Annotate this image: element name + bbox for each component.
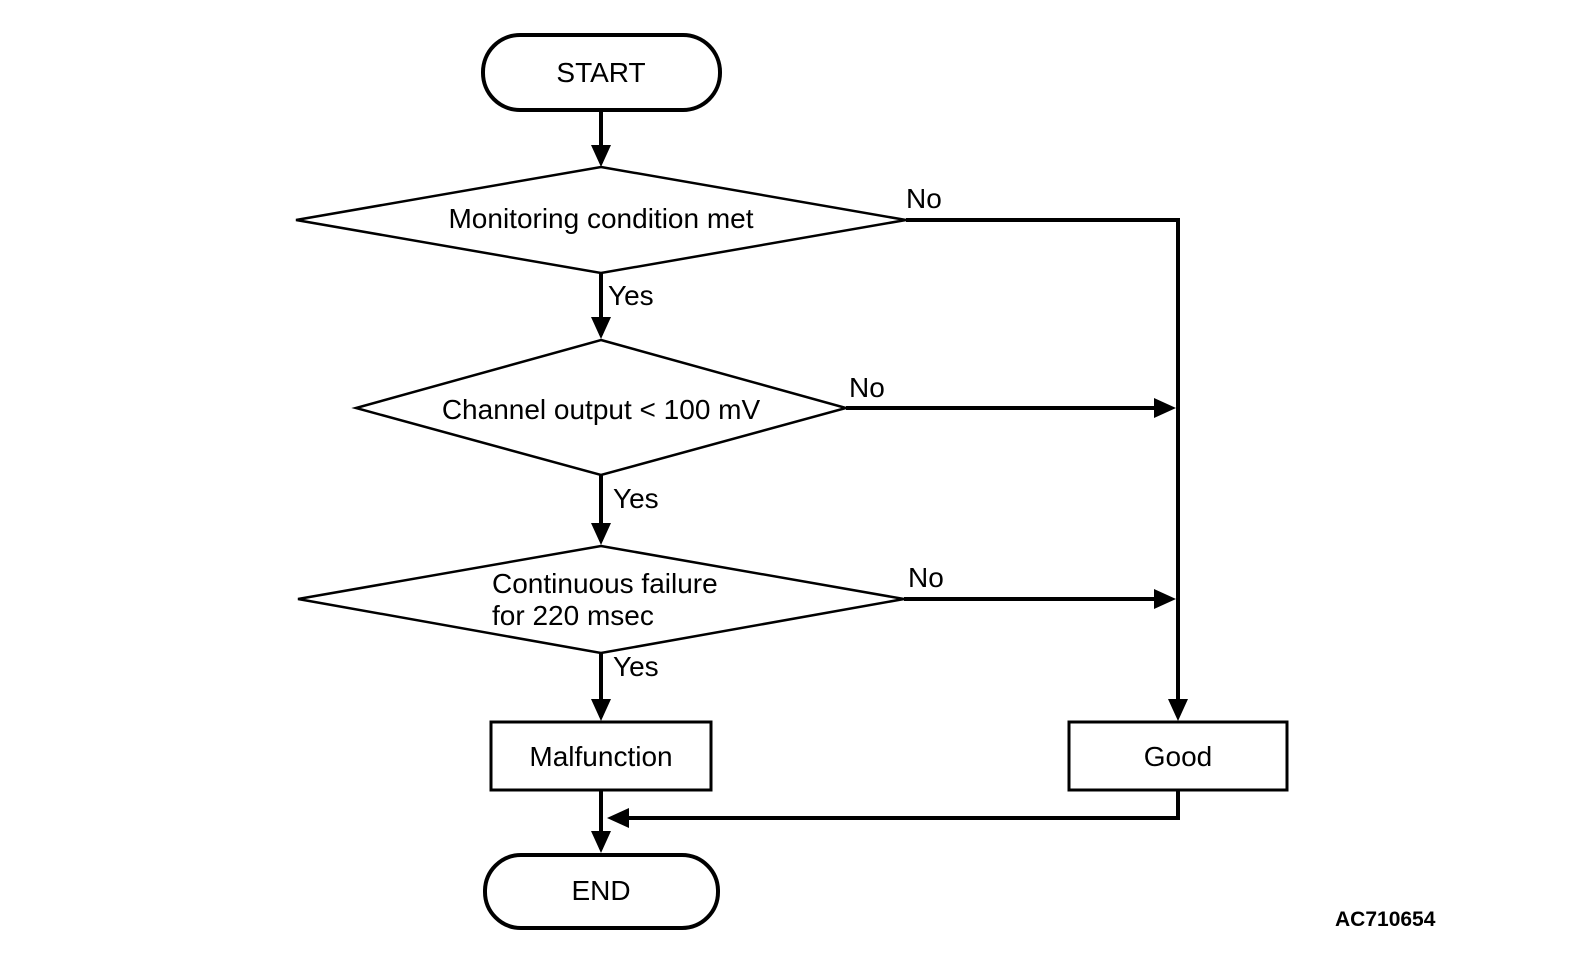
arrowhead-right-icon [1154, 589, 1176, 609]
edge-label-no-failure: No [908, 562, 944, 593]
arrowhead-down-icon [591, 699, 611, 721]
decision-failure-label-line2: for 220 msec [492, 600, 654, 631]
edge-labels: No Yes No Yes No Yes [608, 183, 944, 682]
decision-failure-label-line1: Continuous failure [492, 568, 718, 599]
edge-label-yes-channel: Yes [613, 483, 659, 514]
arrowhead-left-icon [607, 808, 629, 828]
good-node-label: Good [1144, 741, 1213, 772]
arrowhead-down-icon [591, 523, 611, 545]
decision-monitoring-label: Monitoring condition met [448, 203, 753, 234]
arrowhead-right-icon [1154, 398, 1176, 418]
arrowhead-down-icon [591, 317, 611, 339]
decision-channel-label: Channel output < 100 mV [442, 394, 761, 425]
decision-failure-shape [297, 544, 905, 655]
node-labels: START Monitoring condition met Channel o… [442, 57, 1212, 906]
malfunction-node-label: Malfunction [529, 741, 672, 772]
edge-label-no-monitoring: No [906, 183, 942, 214]
malfunction-process-shape [489, 720, 713, 792]
decision-channel-shape [351, 338, 851, 477]
edge-label-yes-failure: Yes [613, 651, 659, 682]
arrowhead-down-icon [1168, 699, 1188, 721]
arrowhead-down-icon [591, 831, 611, 853]
end-node-label: END [571, 875, 630, 906]
end-terminator-shape [483, 853, 720, 930]
edge-label-yes-monitoring: Yes [608, 280, 654, 311]
edge-good-to-end [627, 790, 1180, 820]
edge-label-no-channel: No [849, 372, 885, 403]
edge-lines [599, 110, 1180, 849]
figure-code-label: AC710654 [1335, 908, 1436, 931]
arrowheads [591, 145, 1188, 853]
good-process-shape [1067, 720, 1289, 792]
node-shapes [295, 33, 1289, 930]
edge-monitoring-no [906, 218, 1180, 708]
start-node-label: START [556, 57, 645, 88]
arrowhead-down-icon [591, 145, 611, 167]
decision-monitoring-shape [295, 165, 907, 275]
start-terminator-shape [481, 33, 722, 112]
